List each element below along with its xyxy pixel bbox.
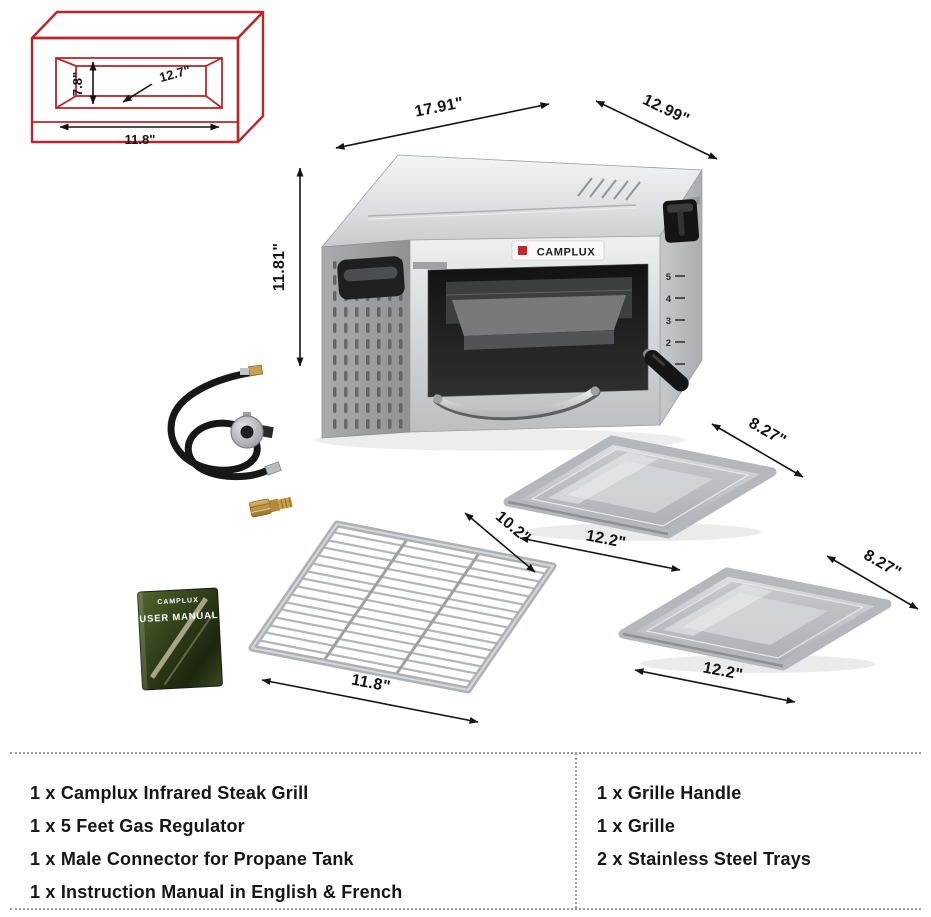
hose-brass-tip: [248, 364, 264, 377]
tray2-depth-arrow: [826, 555, 919, 610]
hose-fitting: [240, 368, 249, 375]
list-item: 1 x Instruction Manual in English & Fren…: [30, 882, 403, 902]
tray2-depth-dimension: 8.27": [861, 547, 904, 582]
grill-illustration: CAMPLUX 5 4 3: [315, 154, 703, 451]
list-item: 1 x Male Connector for Propane Tank: [30, 849, 354, 869]
logo-text: CAMPLUX: [537, 247, 596, 259]
logo-mark-icon: [518, 246, 527, 255]
hose-end-fitting: [264, 461, 282, 476]
grille-width-arrow: [261, 678, 479, 724]
divider-top: [10, 752, 921, 754]
gas-regulator-hose: [167, 364, 282, 481]
stainless-tray-1: [508, 440, 772, 541]
included-list-right: 1 x Grille Handle 1 x Grille 2 x Stainle…: [597, 777, 811, 876]
manual-brand: CAMPLUX: [157, 597, 199, 606]
side-carry-handle: [337, 256, 405, 300]
list-item: 1 x Camplux Infrared Steak Grill: [30, 783, 309, 803]
tray2-width-arrow: [634, 668, 796, 704]
product-illustration: 7.8" 12.7" 11.8": [30, 10, 919, 724]
model-strip: [413, 262, 447, 269]
scale-number: 5: [666, 272, 672, 283]
inner-tray: [452, 295, 626, 336]
regulator: [230, 412, 274, 449]
list-item: 1 x Grille: [597, 816, 676, 836]
schematic-width-dimension: 11.8": [125, 132, 156, 147]
scale-number: 2: [666, 338, 671, 349]
user-manual: CAMPLUX USER MANUAL: [137, 587, 223, 691]
camplux-logo: CAMPLUX: [511, 240, 605, 261]
scale-number: 3: [666, 316, 671, 327]
list-item: 1 x 5 Feet Gas Regulator: [30, 816, 245, 836]
front-chrome-handle: [433, 386, 601, 421]
top-vent-slots: [577, 177, 641, 201]
tray1-depth-arrow: [711, 423, 804, 478]
grill-height-dimension: 11.81": [271, 243, 288, 292]
width-arrow: [335, 102, 550, 150]
grill-depth-dimension: 12.99": [640, 91, 692, 128]
depth-arrow: [595, 100, 718, 160]
manual-title: USER MANUAL: [139, 610, 218, 625]
male-connector: [249, 496, 293, 518]
grill-width-dimension: 17.91": [413, 95, 465, 121]
schematic-depth-arrow: [122, 83, 153, 103]
grille-lever-handle: [644, 350, 689, 392]
list-item: 2 x Stainless Steel Trays: [597, 849, 812, 869]
broiler-chamber: [427, 263, 649, 398]
stainless-tray-2: [623, 572, 887, 673]
schematic-inner-height-dimension: 7.8": [70, 72, 85, 96]
control-knob: [662, 199, 700, 243]
divider-bottom: [10, 908, 921, 910]
scale-number: 4: [666, 294, 672, 305]
tray1-depth-dimension: 8.27": [746, 415, 789, 450]
tray1-width-arrow: [519, 536, 681, 572]
divider-vertical: [575, 753, 577, 908]
list-item: 1 x Grille Handle: [597, 783, 742, 803]
included-list-left: 1 x Camplux Infrared Steak Grill 1 x 5 F…: [30, 777, 402, 909]
dimension-schematic: 7.8" 12.7" 11.8": [30, 10, 265, 147]
